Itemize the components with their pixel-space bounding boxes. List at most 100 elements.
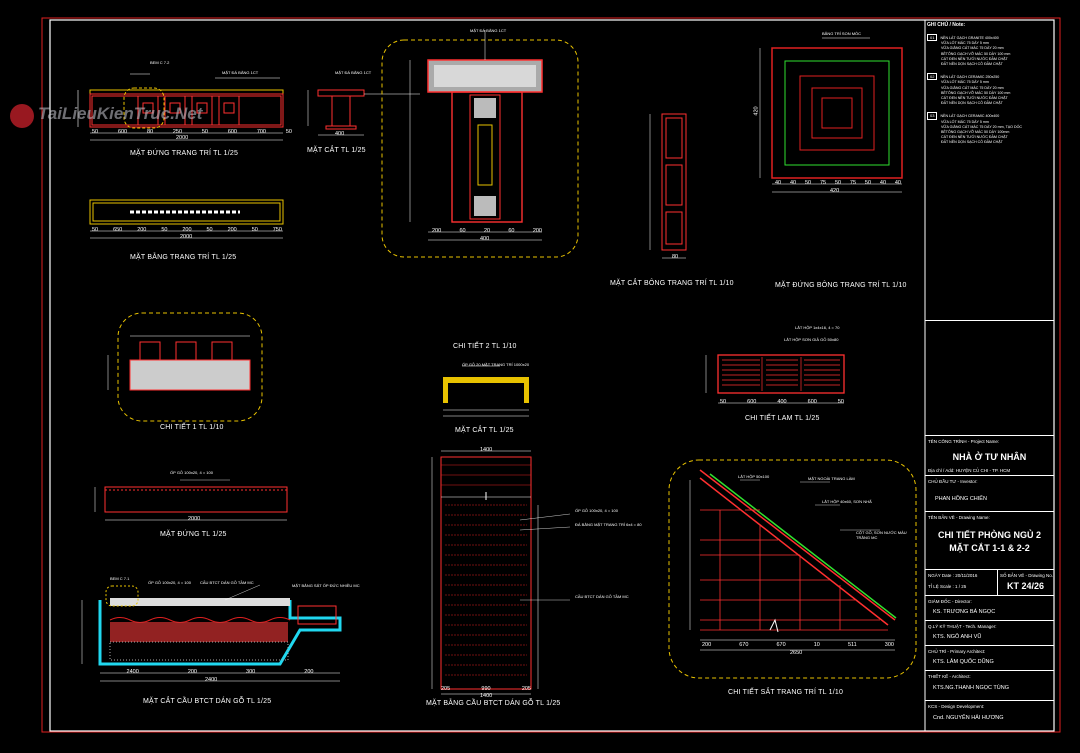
- drawing-section-ornament: [649, 113, 687, 259]
- dim: 600: [747, 399, 757, 405]
- note-line: VỮA GIẰNG CÁT MÁC 75 DÀY 20 mm: [941, 46, 1004, 51]
- annotation: CẦU BTCT DÁN GỖ TẦM MC: [575, 594, 629, 599]
- annotation: BEM C 7.2: [150, 60, 170, 65]
- dim: 40: [775, 180, 782, 186]
- dim: 200: [702, 642, 712, 648]
- director-label: GIÁM ĐỐC - Director:: [928, 599, 972, 604]
- designer-label: THIẾT KẾ - Architect:: [928, 674, 971, 679]
- annotation: ĐÁ BẰNG MẶT TRANG TRÍ 6x4 = 80: [575, 522, 642, 527]
- annotation: BEM C 7.1: [110, 576, 130, 581]
- chief-name: KTS. LÂM QUỐC DŨNG: [933, 659, 994, 665]
- drawing-title: MẶT ĐỨNG TL 1/25: [160, 531, 227, 538]
- chief-label: CHỦ TRÌ - Primary Architect:: [928, 649, 986, 654]
- drawing-title: MẶT BẰNG TRANG TRÍ TL 1/25: [130, 254, 237, 261]
- dim: 200: [182, 227, 192, 233]
- tb-date-scale: NGÀY Date : 20/11/2016 TỈ LỆ Scale : 1 /…: [925, 569, 1054, 596]
- note-tag: 01: [927, 34, 938, 42]
- drawing-title: MẶT ĐỨNG TRANG TRÍ TL 1/25: [130, 150, 239, 157]
- watermark: TaiLieuKienTruc.Net: [38, 104, 203, 123]
- tech-label: Q.LÝ KỸ THUẬT - Tech. Manager:: [928, 624, 997, 629]
- note-line: VỮA LÓT MÁC 75 DÀY 5 mm: [941, 41, 989, 46]
- dim-d13-total: 2650: [790, 650, 803, 656]
- dim: 200: [227, 227, 237, 233]
- annotation: CẤU BTCT DÁN GỖ TẦM MC: [200, 580, 254, 585]
- dim: 670: [776, 642, 786, 648]
- dim: 50: [864, 180, 872, 186]
- note-line: VỮA LÓT MÁC 75 DÀY 5 mm: [941, 119, 989, 124]
- project-label: TÊN CÔNG TRÌNH - Project Name:: [928, 439, 1000, 444]
- note-line: CÁT ĐEN NỀN TƯỚI NƯỚC ĐẦM CHẶT: [941, 56, 1008, 61]
- note-tag: 03: [927, 112, 938, 120]
- scale-value: 1 / 25: [955, 584, 967, 589]
- note-line: ĐẤT NỀN DỌN SẠCH CỎ ĐẦM CHẶT: [941, 62, 1003, 67]
- dim: 300: [246, 669, 256, 675]
- annotation: ỐP GỖ 20 MẶT TRANG TRÍ 1000x20: [462, 362, 530, 367]
- leader-lines: [180, 479, 880, 601]
- dim: 60: [459, 228, 466, 234]
- sheet-label: SỐ BẢN VẼ - Drawing No.: [1000, 573, 1054, 578]
- annotation: ỐP GỖ 100x20, 4 = 100: [148, 580, 191, 585]
- dim-d11-total: 2400: [205, 677, 218, 683]
- note-line: NỀN LÁT GẠCH CERAMIC 250x250: [940, 75, 1000, 80]
- tb-tech: Q.LÝ KỸ THUẬT - Tech. Manager: KTS. NGÔ …: [925, 620, 1054, 645]
- scale-label: TỈ LỆ Scale :: [928, 584, 954, 589]
- drawing-title: CHI TIẾT 1 TL 1/10: [160, 424, 224, 431]
- dim-tsection-total: 400: [480, 236, 490, 242]
- dim: 670: [739, 642, 749, 648]
- tb-investor: CHỦ ĐẦU TƯ - Investor: PHAN HỒNG CHIẾN: [925, 475, 1054, 511]
- investor-label: CHỦ ĐẦU TƯ - Investor:: [928, 479, 978, 484]
- designer-name: KTS.NG.THANH NGỌC TÙNG: [933, 685, 1009, 691]
- dim: 400: [777, 399, 787, 405]
- note-line: VỮA LÓT MÁC 75 DÀY 5 mm: [941, 80, 989, 85]
- tb-project: TÊN CÔNG TRÌNH - Project Name: NHÀ Ở TƯ …: [925, 435, 1054, 495]
- drawing-title: MẶT CẮT TL 1/25: [307, 147, 366, 154]
- drawing-louver-detail: [705, 354, 845, 404]
- note-line: NỀN LÁT GẠCH GRANITE 400x400: [940, 36, 999, 40]
- note-line: BÊTÔNG GẠCH VỠ MÁC 50 DÀY 100mm: [941, 130, 1010, 135]
- drawing-name-1: CHI TIẾT PHÒNG NGỦ 2: [937, 530, 1041, 540]
- dim: 990: [481, 686, 491, 692]
- project-name: NHÀ Ở TƯ NHÂN: [952, 452, 1027, 462]
- note-line: ĐẤT NỀN DỌN SẠCH CỎ ĐẦM CHẶT: [941, 101, 1003, 106]
- kcs-name: Cnd. NGUYỄN HẢI HƯƠNG: [933, 715, 1004, 721]
- dim: 40: [894, 180, 901, 186]
- dim: 2400: [126, 669, 139, 675]
- dim-d10-total: 2000: [188, 516, 201, 522]
- note-line: VỮA GIẰNG CÁT MÁC 75 DÀY 20 mm, TẠO DỐC: [941, 124, 1022, 129]
- drawing-t-section-detail: [381, 30, 579, 258]
- dim: 50: [837, 399, 844, 405]
- dim: 650: [113, 227, 123, 233]
- dim-d5-left: 420: [753, 106, 760, 116]
- dim: 50: [720, 399, 727, 405]
- drawing-title: CHI TIẾT SẮT TRANG TRÍ TL 1/10: [728, 689, 844, 696]
- drawing-iron-detail: [668, 459, 917, 679]
- drawing-title: MẶT CẮT TL 1/25: [455, 427, 514, 434]
- dim: 40: [789, 180, 797, 186]
- dim: 750: [272, 227, 282, 233]
- dim: 80: [146, 129, 154, 135]
- dim: 60: [508, 228, 515, 234]
- tb-drawing-name: TÊN BẢN VẼ - Drawing Name: CHI TIẾT PHÒN…: [925, 511, 1054, 566]
- dim-d4-bottom: 80: [672, 254, 679, 260]
- annotation: LẮT HỘP 50x100: [738, 474, 770, 479]
- tech-name: KTS. NGÔ ANH VŨ: [933, 634, 982, 640]
- annotation: ỐP GỖ 100x20, 4 = 100: [170, 470, 213, 475]
- tb-kcs: KCS - Design Development: Cnd. NGUYỄN HẢ…: [925, 700, 1054, 731]
- dim: 205: [441, 686, 451, 692]
- dim-d2-bottom: 400: [335, 131, 345, 137]
- annotation: MẶT BẰNG SẮT ỐP ĐỨC NHIỀU MC: [292, 583, 360, 588]
- drawing-detail-1: [107, 312, 263, 422]
- date-value: 20/11/2016: [955, 573, 978, 578]
- drawing-title: CHI TIẾT 2 TL 1/10: [453, 343, 517, 350]
- dim: 20: [483, 228, 491, 234]
- dim: 50: [206, 227, 213, 233]
